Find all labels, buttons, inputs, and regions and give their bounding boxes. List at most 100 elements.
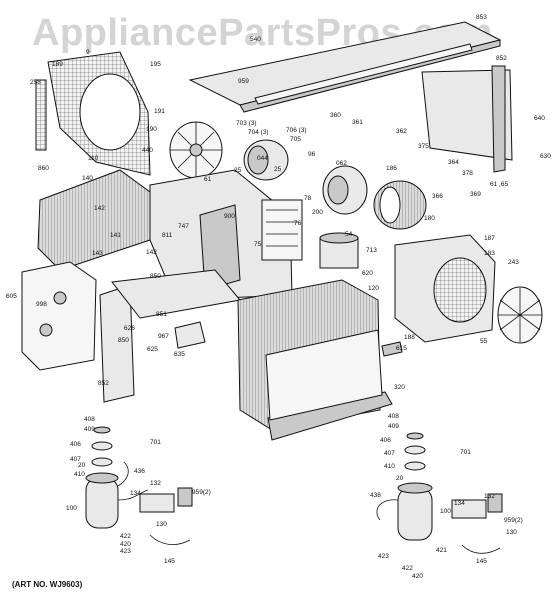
grommet-stack-left [91, 426, 113, 467]
compressor-right [376, 482, 433, 541]
part-label: 183 [484, 250, 495, 257]
part-label: 25 [234, 167, 242, 174]
part-label: 062 [336, 160, 347, 167]
part-label: 189 [52, 61, 63, 68]
part-label: 620 [362, 270, 373, 277]
part-label: 134 [454, 500, 465, 507]
part-label: 364 [448, 159, 459, 166]
part-label: 141 [110, 232, 121, 239]
part-label: 640 [534, 115, 545, 122]
rear-panel-flange [491, 65, 506, 173]
part-label: 409 [388, 423, 399, 430]
part-label: 703 (3) [236, 120, 257, 127]
condenser-fan-blades [169, 121, 223, 179]
part-label: 186 [386, 165, 397, 172]
part-label: 143 [92, 250, 103, 257]
part-label: 180 [424, 215, 435, 222]
knob-626 [39, 323, 53, 337]
blower-motor [322, 165, 368, 215]
part-label: 61 ,65 [490, 181, 508, 188]
selector-switch [261, 199, 303, 261]
part-label: 406 [70, 441, 81, 448]
part-label: 436 [134, 468, 145, 475]
part-label: 540 [250, 36, 261, 43]
part-label: 96 [308, 151, 316, 158]
part-label: 375 [418, 143, 429, 150]
art-number: (ART NO. WJ9603) [12, 580, 83, 589]
part-label: 701 [460, 449, 471, 456]
part-label: 407 [384, 450, 395, 457]
part-label: 130 [506, 529, 517, 536]
part-labels: 540 853 852 959 189 9 195 258 640 630 19… [6, 14, 551, 580]
part-label: 120 [368, 285, 379, 292]
part-label: 422 [120, 533, 131, 540]
part-label: 25 [274, 166, 282, 173]
front-panel-part [265, 329, 383, 421]
part-label: 421 [436, 547, 447, 554]
part-label: 369 [470, 191, 481, 198]
part-label: 967 [158, 333, 169, 340]
part-label: 258 [30, 79, 41, 86]
fan-guard-243 [497, 286, 543, 344]
part-label: 440 [142, 147, 153, 154]
part-label: 705 [290, 136, 301, 143]
part-label: 747 [178, 223, 189, 230]
part-label: 110 [88, 155, 99, 162]
part-label: 366 [432, 193, 443, 200]
part-label: 55 [480, 338, 488, 345]
part-label: 420 [120, 541, 131, 548]
part-label: 630 [540, 153, 551, 160]
fan-shroud-opening [79, 73, 141, 151]
part-label: 195 [150, 61, 161, 68]
part-label: 438 [370, 492, 381, 499]
grommet-stack-right [404, 432, 426, 471]
part-label: 145 [164, 558, 175, 565]
part-label: 626 [124, 325, 135, 332]
part-label: 704 (3) [248, 129, 269, 136]
part-label: 75 [254, 241, 262, 248]
fan-motor [243, 139, 289, 181]
part-label: 361 [352, 119, 363, 126]
part-label: 191 [154, 108, 165, 115]
side-panel-605 [21, 261, 97, 371]
part-label: 142 [146, 249, 157, 256]
part-label: 100 [440, 508, 451, 515]
part-label: 78 [304, 195, 312, 202]
bracket-615 [381, 341, 403, 357]
part-label: 959(2) [504, 517, 523, 524]
part-label: 54 [345, 231, 353, 238]
knob-998 [53, 291, 67, 305]
part-label: 132 [150, 480, 161, 487]
part-label: 410 [74, 471, 85, 478]
part-label: 76 [294, 220, 302, 227]
part-label: 811 [162, 232, 173, 239]
part-label: 130 [156, 521, 167, 528]
overload-left [139, 487, 193, 545]
part-label: 100 [66, 505, 77, 512]
overload-right [451, 493, 503, 554]
bracket-635 [174, 321, 206, 349]
rear-panel-part [421, 69, 513, 161]
part-label: 044 [257, 155, 268, 162]
part-label: 362 [396, 128, 407, 135]
part-label: 188 [404, 334, 415, 341]
part-label: 134 [130, 490, 141, 497]
part-label: 615 [396, 345, 407, 352]
part-label: 378 [462, 170, 473, 177]
part-label: 407 [70, 456, 81, 463]
part-label: 706 (3) [286, 127, 307, 134]
part-label: 959 [238, 78, 249, 85]
part-label: 9 [86, 49, 90, 56]
part-label: 408 [388, 413, 399, 420]
part-label: 853 [476, 14, 487, 21]
part-label: 20 [78, 462, 86, 469]
part-label: 701 [150, 439, 161, 446]
scroll-opening [433, 257, 487, 323]
part-label: 423 [378, 553, 389, 560]
partition-part [199, 204, 241, 291]
part-label: 320 [394, 384, 405, 391]
part-label: 187 [484, 235, 495, 242]
part-label: 635 [174, 351, 185, 358]
part-label: 409 [84, 426, 95, 433]
part-label: 406 [380, 437, 391, 444]
